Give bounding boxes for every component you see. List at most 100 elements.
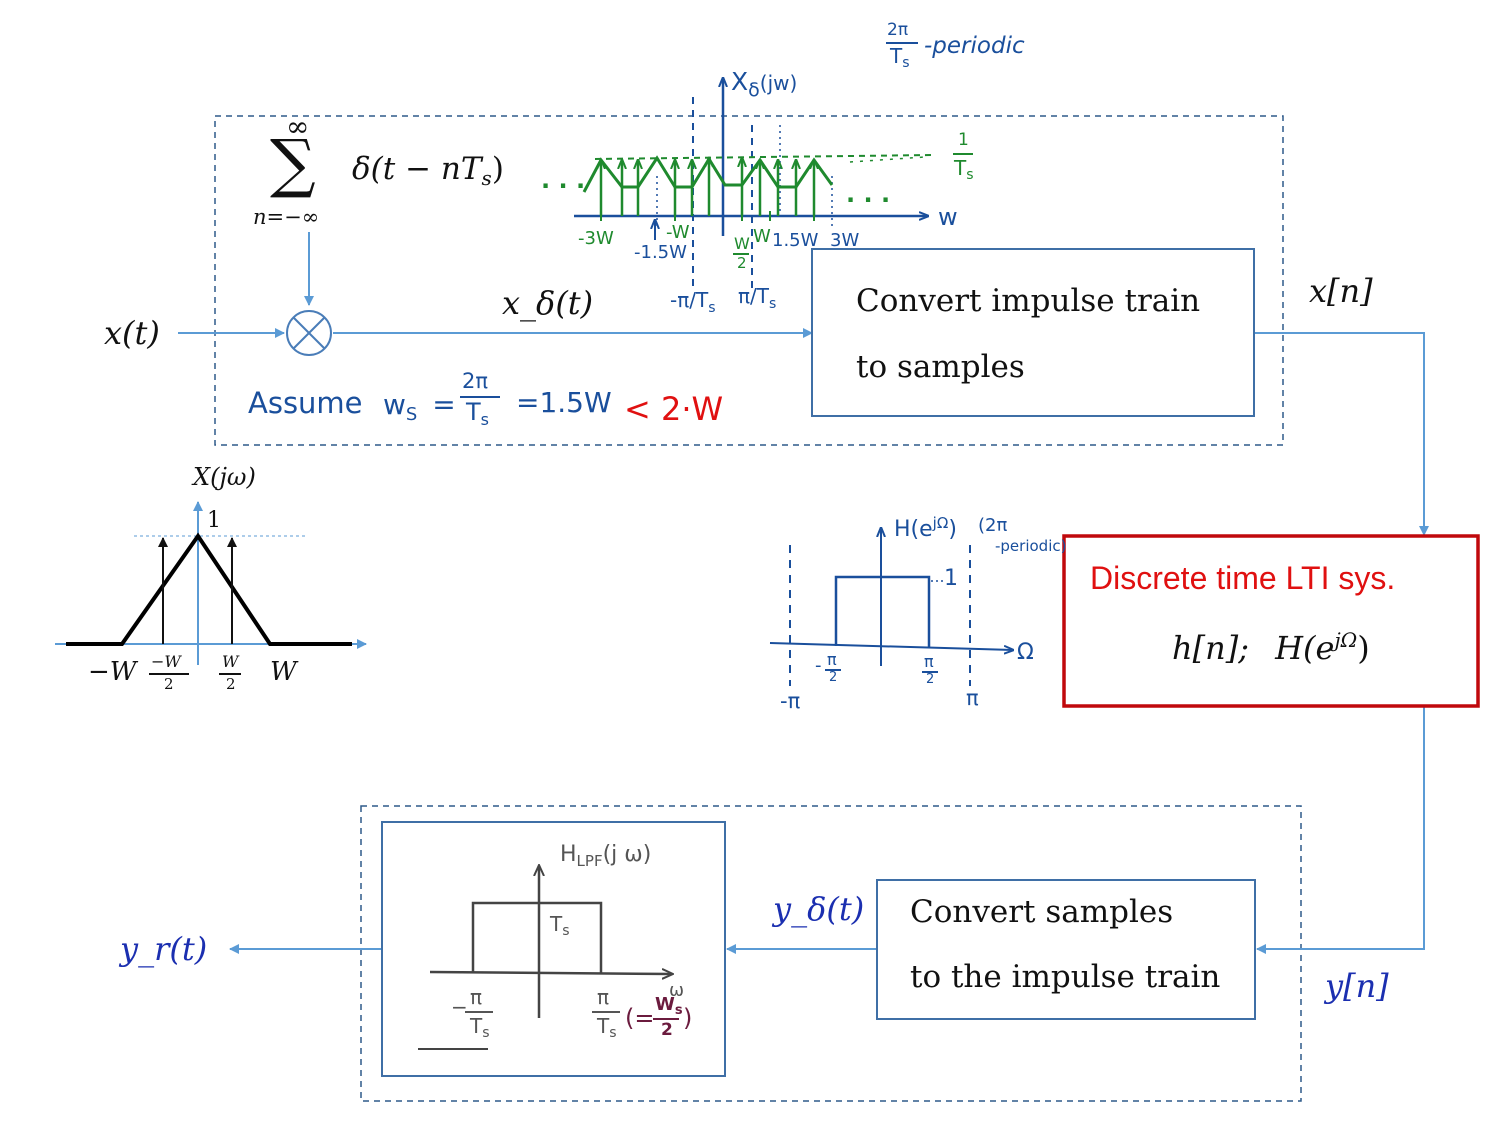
height-bar (953, 153, 973, 155)
height-den-t: T (954, 156, 967, 180)
dt-filter-title-h: H(e (894, 517, 933, 542)
input-spectrum-pos-half-bar (219, 673, 241, 675)
lpf-pos-pi: π (597, 985, 610, 1009)
input-spectrum-plot (55, 501, 367, 665)
lpf-eq-open: (= (625, 1004, 655, 1032)
dots-left: . . . (541, 166, 586, 194)
lpf-pos-den: Ts (597, 1014, 617, 1041)
input-spectrum-pos-half-den: 2 (226, 675, 236, 693)
height-num: 1 (958, 130, 969, 150)
sampled-spectrum-title-arg: (jw) (759, 71, 798, 95)
sampled-spectrum-impulses (601, 158, 814, 216)
lpf-height-sub: s (562, 923, 570, 939)
tick-w: W (753, 226, 771, 247)
dt-filter-plot (769, 528, 1013, 686)
lpf-eq-num-sub: s (674, 1003, 683, 1018)
lpf-neg-den: Ts (470, 1014, 490, 1041)
sampled-spectrum-height-line-right (849, 156, 926, 163)
lti-formula-sup: jΩ (1334, 628, 1358, 652)
convert-impulse-box (811, 248, 1255, 417)
sampled-spectrum-axis-label: w (938, 203, 958, 231)
dt-filter-title-sup: jΩ (932, 514, 949, 532)
dt-filter-neg-sign: - (815, 655, 822, 676)
sum-upper-limit: ∞ (286, 110, 310, 143)
periodic-den-t: T (890, 44, 903, 68)
input-signal-label: x(t) (104, 314, 160, 352)
tick-1-5w: 1.5W (772, 230, 819, 251)
pos-pi-ts-label: π/Ts (738, 284, 776, 312)
neg-pi-ts-text: -π/T (670, 288, 709, 312)
lpf-eq-bar (653, 1018, 679, 1020)
ws-value: =1.5W (516, 386, 612, 419)
lpf-height-t: T (550, 912, 563, 936)
periodic-den-sub: s (902, 55, 910, 71)
periodic-bar (886, 42, 918, 44)
dt-filter-rect (834, 575, 931, 648)
ws-equals: = (432, 388, 456, 421)
lpf-title-h: H (560, 842, 577, 867)
input-spectrum-neg-w: −W (88, 657, 137, 687)
yr-label: y_r(t) (120, 930, 208, 968)
input-spectrum-title: X(jω) (193, 463, 256, 491)
sampled-spectrum-title-sub: δ (748, 79, 760, 101)
dt-filter-neg-half-bar (825, 669, 841, 671)
sampled-spectrum-ticks (600, 211, 815, 221)
dt-filter-neg-pi: -π (780, 689, 801, 713)
xn-label: x[n] (1309, 272, 1373, 310)
yn-label: y[n] (1325, 967, 1389, 1005)
tick-neg-3w: -3W (578, 228, 614, 249)
sampled-spectrum-height-line (594, 154, 936, 160)
sampled-spectrum-title: Xδ(jw) (731, 67, 797, 101)
input-spectrum-neg-half-den: 2 (164, 675, 174, 693)
ws-symbol: wS = (383, 388, 456, 425)
sampled-spectrum-title-x: X (731, 67, 749, 96)
lpf-pos-den-t: T (597, 1014, 610, 1038)
ws-symbol-sub: S (405, 404, 418, 425)
periodic-text: -periodic (924, 33, 1025, 59)
input-spectrum-pos-half-num: W (222, 652, 239, 671)
lpf-neg-sign: − (451, 995, 468, 1019)
reconstruction-dashed-box (360, 805, 1302, 1102)
lti-formula: h[n]; H(ejΩ) (1172, 628, 1370, 667)
neg-pi-ts-label: -π/Ts (670, 288, 716, 316)
assume-label: Assume (248, 386, 363, 420)
lpf-axis-label: ω (669, 980, 685, 1001)
ws-fraction-den-t: T (466, 398, 481, 426)
dt-filter-neg-half-num: π (827, 650, 837, 669)
lpf-box (381, 821, 726, 1077)
dt-filter-title: H(ejΩ) (894, 514, 957, 542)
lpf-eq-num-w: W (655, 994, 675, 1015)
tick-half-w-num: W (734, 234, 750, 253)
x-delta-label: x_δ(t) (502, 284, 594, 322)
sum-lower-limit: n=−∞ (253, 205, 320, 229)
dt-filter-pos-half-den: 2 (926, 672, 935, 687)
yn-path-arrow (1256, 706, 1425, 954)
dt-filter-pos-pi: π (966, 686, 979, 710)
lti-system-box (1062, 534, 1480, 708)
input-spectrum-neg-half-num: −W (151, 652, 181, 671)
lpf-rect (471, 901, 603, 974)
dt-filter-periodic2: -periodic) (995, 537, 1067, 555)
lti-formula-close: ) (1357, 629, 1370, 667)
ws-fraction-bar (460, 396, 500, 398)
input-spectrum-triangle (66, 532, 352, 646)
impulse-train-label: δ(t − nTs) (352, 151, 504, 190)
dt-filter-neg-half-den: 2 (829, 670, 838, 685)
lti-title: Discrete time LTI sys. (1090, 560, 1396, 596)
tick-neg-1-5w: -1.5W (634, 242, 687, 263)
input-spectrum-pos-w: W (270, 657, 297, 687)
height-den: Ts (954, 156, 974, 183)
sampler-dashed-box (214, 115, 1284, 446)
lpf-eq-den: 2 (661, 1020, 673, 1040)
neg-pi-ts-sub: s (708, 300, 716, 316)
lpf-title-sub: LPF (576, 852, 603, 870)
dt-filter-pos-half-bar (922, 671, 938, 673)
pos-pi-ts-sub: s (769, 296, 777, 312)
input-spectrum-peak: 1 (207, 508, 221, 533)
convert-impulse-line1: Convert impulse train (856, 283, 1201, 319)
impulse-train-close: ) (491, 151, 504, 187)
dots-right: . . . (846, 180, 891, 208)
signal-flow (178, 232, 1429, 954)
impulse-train-sub: s (481, 166, 492, 190)
